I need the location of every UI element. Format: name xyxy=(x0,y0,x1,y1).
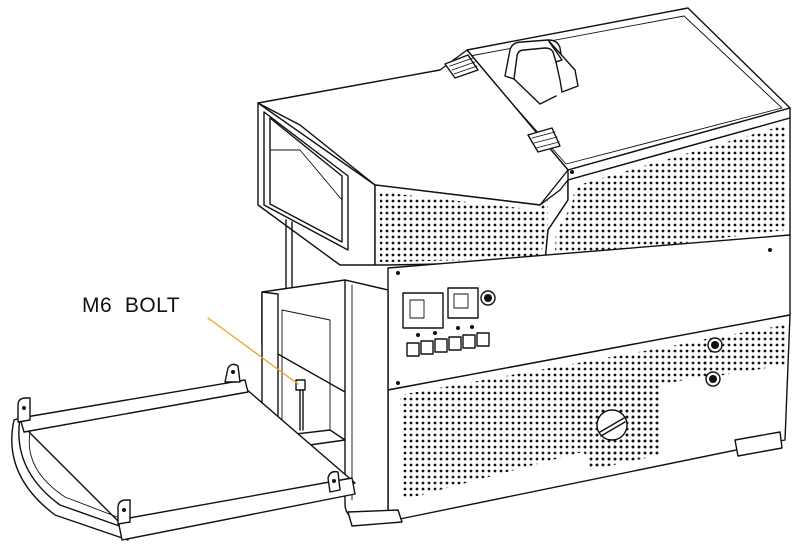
control-panel xyxy=(402,287,496,337)
lid-hinge-right xyxy=(527,127,561,153)
side-knob-lower[interactable] xyxy=(705,371,721,387)
open-tray[interactable] xyxy=(11,363,356,541)
panel-screws xyxy=(396,170,772,385)
m6-bolt-icon xyxy=(295,379,306,431)
m6-bolt-label: M6 BOLT xyxy=(82,294,181,317)
switch-buttons[interactable] xyxy=(406,332,490,357)
upper-housing xyxy=(257,49,791,266)
callout-leader xyxy=(207,317,299,385)
lid-hinge-left xyxy=(444,54,479,79)
side-knob-upper[interactable] xyxy=(707,337,723,353)
lid-handle[interactable] xyxy=(504,39,579,105)
lower-body xyxy=(261,234,791,527)
fan-cover-icon xyxy=(596,409,628,441)
